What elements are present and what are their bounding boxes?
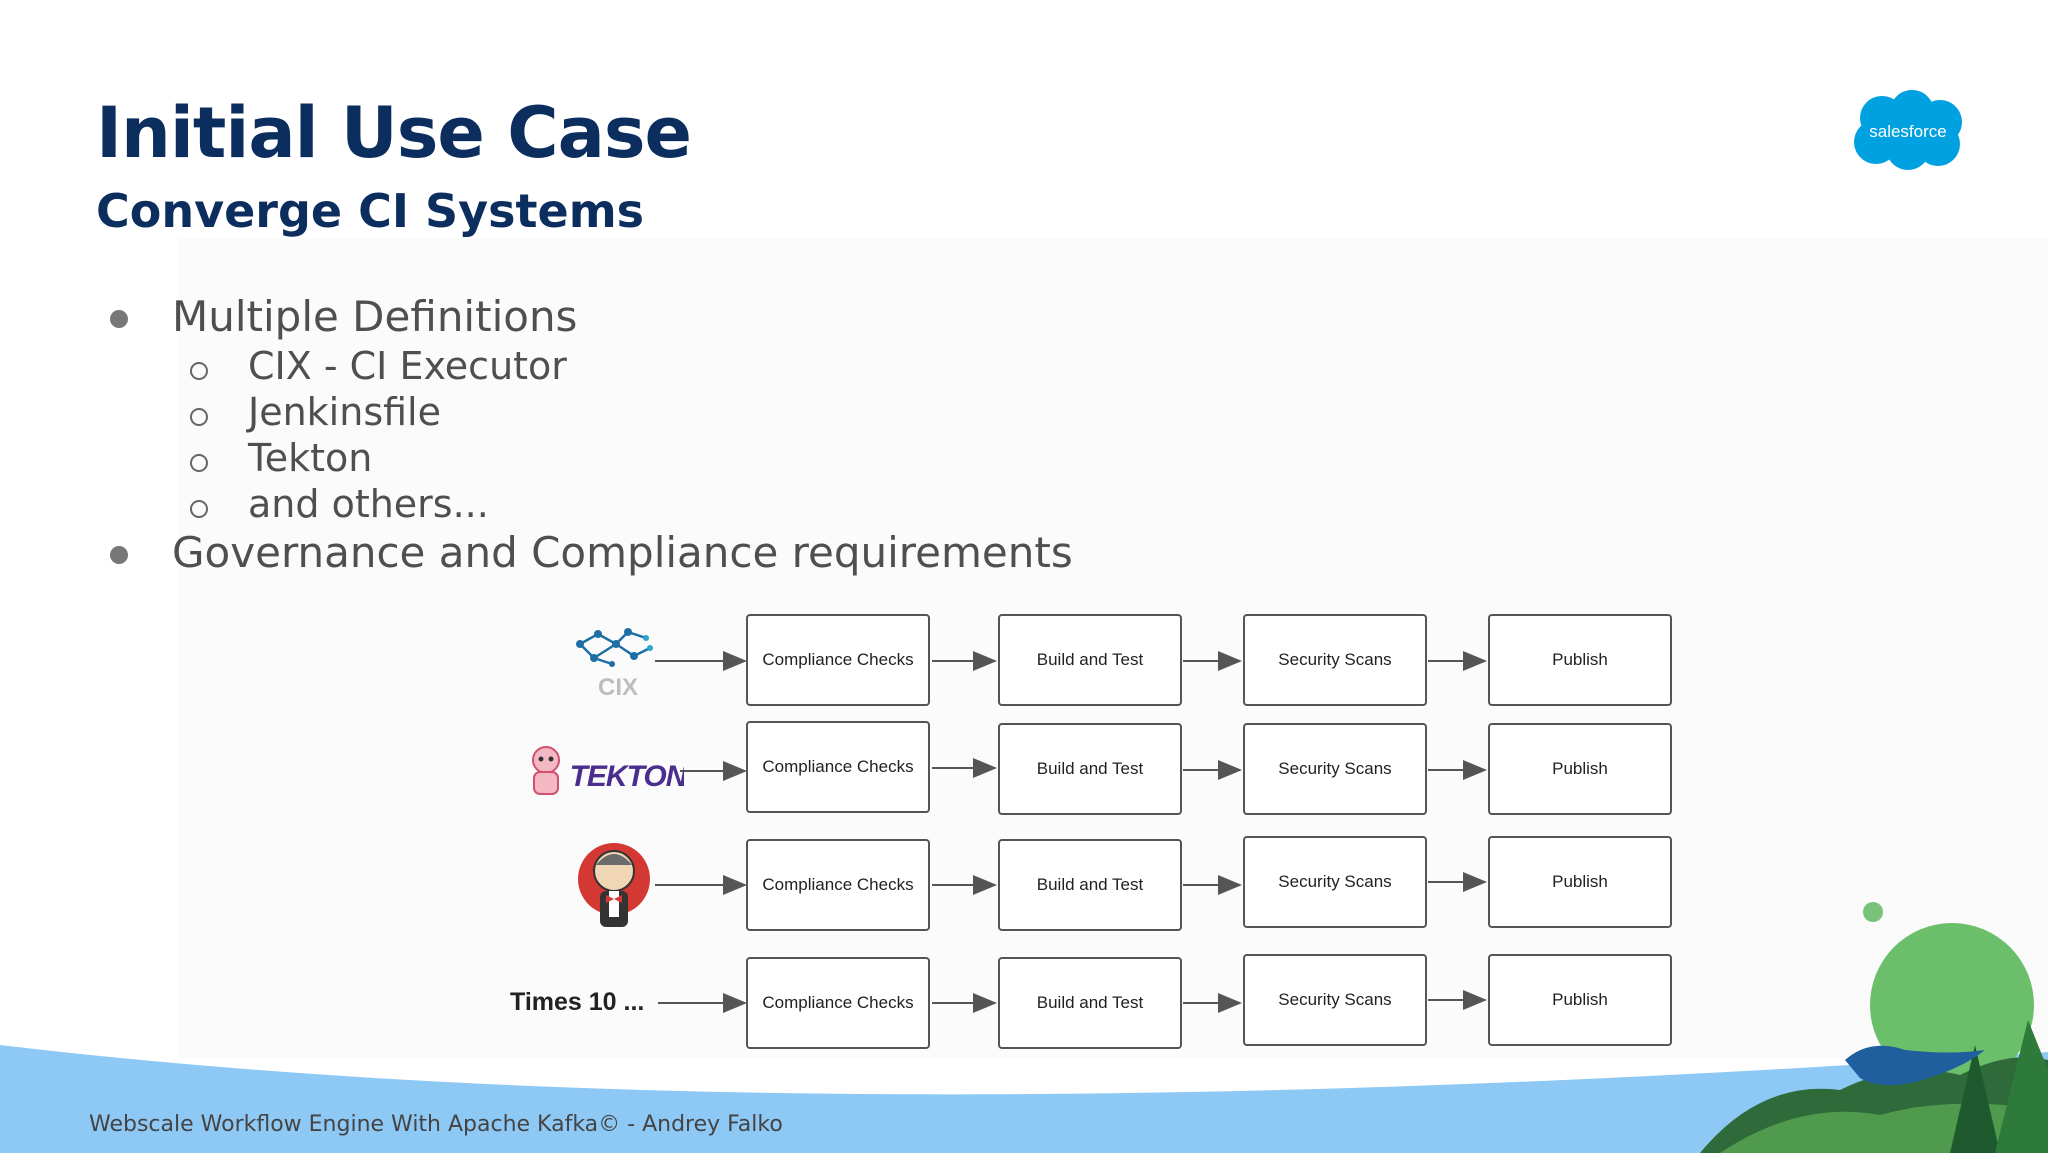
stage-box-publish: Publish bbox=[1488, 954, 1672, 1046]
green-dot bbox=[1863, 902, 1883, 922]
stage-label: Publish bbox=[1552, 650, 1608, 669]
stage-label: Compliance Checks bbox=[762, 993, 914, 1012]
footer-text: Webscale Workflow Engine With Apache Kaf… bbox=[89, 1112, 783, 1137]
stage-box-publish: Publish bbox=[1488, 723, 1672, 815]
bird-icon bbox=[1845, 1045, 1985, 1086]
stage-label: Compliance Checks bbox=[762, 757, 914, 776]
stage-box-security: Security Scans bbox=[1243, 614, 1427, 706]
bullet-dot-icon bbox=[110, 310, 128, 328]
logo-text: salesforce bbox=[1869, 122, 1946, 141]
stage-box-build: Build and Test bbox=[998, 614, 1182, 706]
bullet-text: Governance and Compliance requirements bbox=[172, 528, 1073, 577]
stage-label: Publish bbox=[1552, 872, 1608, 891]
stage-box-compliance: Compliance Checks bbox=[746, 721, 930, 813]
cix-logo-icon: CIX bbox=[576, 628, 653, 700]
stage-label: Security Scans bbox=[1278, 650, 1392, 669]
sub-bullet-text: and others... bbox=[248, 482, 489, 526]
sub-bullet-text: Jenkinsfile bbox=[248, 390, 441, 434]
stage-label: Compliance Checks bbox=[762, 875, 914, 894]
stage-label: Security Scans bbox=[1278, 990, 1392, 1009]
stage-label: Build and Test bbox=[1036, 759, 1144, 778]
sky-wave bbox=[0, 1045, 2048, 1153]
stage-box-compliance: Compliance Checks bbox=[746, 839, 930, 931]
stage-box-publish: Publish bbox=[1488, 836, 1672, 928]
stage-box-compliance: Compliance Checks bbox=[746, 614, 930, 706]
stage-box-build: Build and Test bbox=[998, 723, 1182, 815]
stage-label: Build and Test bbox=[1036, 875, 1144, 894]
bullet-circle-icon bbox=[190, 362, 208, 380]
stage-box-compliance: Compliance Checks bbox=[746, 957, 930, 1049]
sub-bullet-text: Tekton bbox=[248, 436, 373, 480]
stage-box-build: Build and Test bbox=[998, 957, 1182, 1049]
leaf-1 bbox=[1950, 1045, 2000, 1153]
jenkins-logo-icon bbox=[578, 843, 650, 927]
stage-label: Compliance Checks bbox=[762, 650, 914, 669]
stage-label: Security Scans bbox=[1278, 872, 1392, 891]
bullet-circle-icon bbox=[190, 500, 208, 518]
stage-label: Publish bbox=[1552, 990, 1608, 1009]
leaf-2 bbox=[1995, 1020, 2048, 1153]
salesforce-logo-icon: salesforce bbox=[1854, 90, 1962, 170]
stage-box-publish: Publish bbox=[1488, 614, 1672, 706]
tekton-label: TEKTON bbox=[570, 760, 684, 793]
stage-box-security: Security Scans bbox=[1243, 954, 1427, 1046]
slide-subtitle: Converge CI Systems bbox=[96, 184, 645, 238]
cix-label: CIX bbox=[598, 674, 638, 700]
stage-box-security: Security Scans bbox=[1243, 723, 1427, 815]
slide-title: Initial Use Case bbox=[96, 92, 692, 174]
bullet-dot-icon bbox=[110, 546, 128, 564]
times-ten-label: Times 10 ... bbox=[510, 988, 645, 1016]
stage-label: Security Scans bbox=[1278, 759, 1392, 778]
tekton-logo-icon: TEKTON bbox=[532, 746, 684, 795]
sub-bullet-text: CIX - CI Executor bbox=[248, 344, 567, 388]
bullet-circle-icon bbox=[190, 408, 208, 426]
bullet-circle-icon bbox=[190, 454, 208, 472]
bullet-text: Multiple Definitions bbox=[172, 292, 578, 341]
stage-label: Build and Test bbox=[1036, 993, 1144, 1012]
green-circle bbox=[1870, 923, 2034, 1087]
stage-box-security: Security Scans bbox=[1243, 836, 1427, 928]
stage-box-build: Build and Test bbox=[998, 839, 1182, 931]
stage-label: Build and Test bbox=[1036, 650, 1144, 669]
stage-label: Publish bbox=[1552, 759, 1608, 778]
